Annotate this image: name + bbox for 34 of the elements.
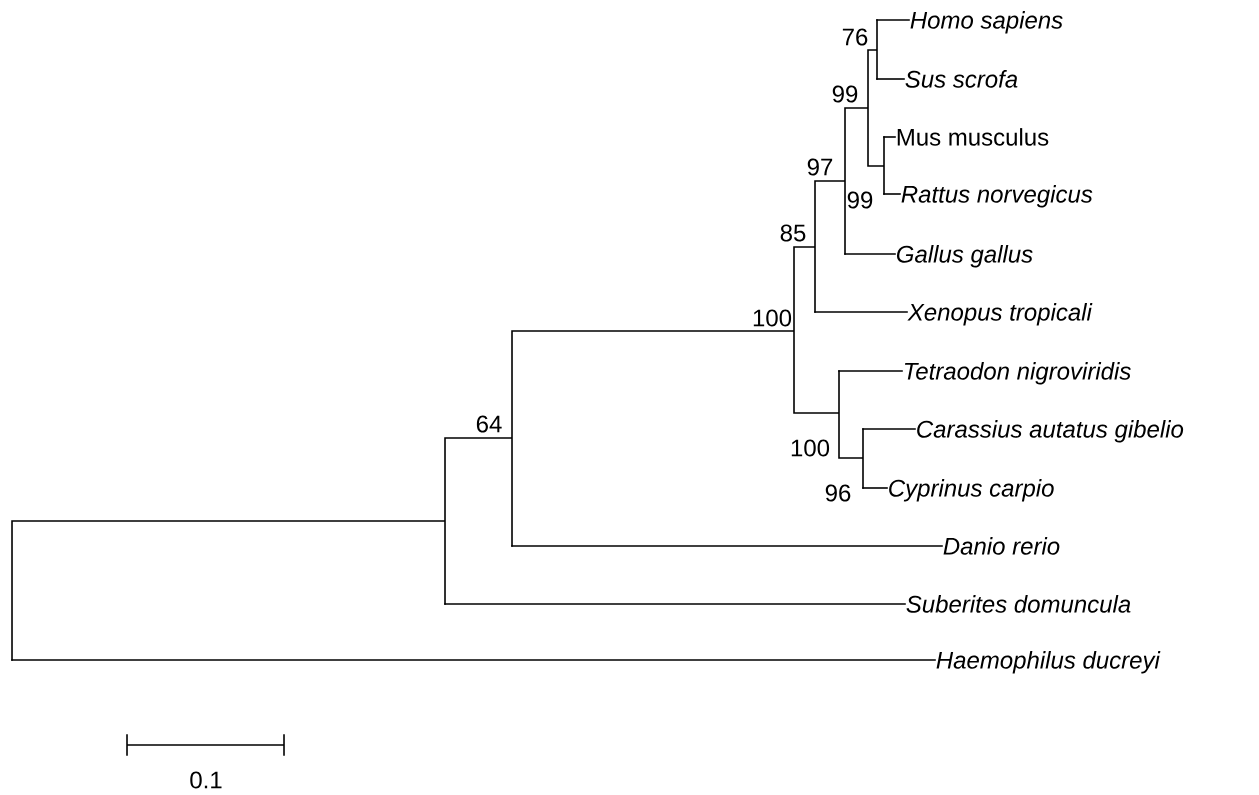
branch-line bbox=[883, 193, 901, 195]
species-label: Cyprinus carpio bbox=[889, 479, 1054, 502]
species-label: Gallus gallus bbox=[897, 245, 1033, 268]
species-label: Carassius autatus gibelio bbox=[917, 420, 1184, 443]
branch-line bbox=[11, 659, 936, 661]
species-label: Rattus norvegicus bbox=[901, 185, 1093, 208]
species-label: Danio rerio bbox=[943, 537, 1060, 555]
branch-line bbox=[844, 253, 896, 255]
bootstrap-value: 76 bbox=[842, 28, 868, 46]
species-label: Xenopus tropicali bbox=[907, 303, 1093, 326]
species-label: Haemophilus ducreyi bbox=[936, 651, 1161, 674]
species-label: Tetraodon nigroviridis bbox=[904, 362, 1131, 385]
branch-line bbox=[444, 603, 906, 605]
species-label: Suberites domuncula bbox=[906, 595, 1131, 613]
species-label: Mus musculus bbox=[897, 128, 1049, 146]
bootstrap-value: 64 bbox=[476, 415, 502, 433]
branch-line bbox=[511, 545, 943, 547]
species-label: Sus scrofa bbox=[905, 70, 1018, 88]
bootstrap-value: 85 bbox=[780, 224, 806, 242]
bootstrap-value: 96 bbox=[825, 484, 851, 502]
branch-line bbox=[862, 487, 888, 489]
bootstrap-value: 99 bbox=[832, 85, 858, 103]
bootstrap-value: 97 bbox=[807, 158, 833, 176]
species-label: Homo sapiens bbox=[910, 11, 1063, 34]
bootstrap-value: 99 bbox=[847, 191, 873, 209]
bootstrap-value: 100 bbox=[791, 439, 830, 457]
branch-line bbox=[876, 19, 910, 21]
bootstrap-value: 100 bbox=[753, 309, 792, 327]
branch-line bbox=[876, 78, 905, 80]
branch-line bbox=[814, 311, 908, 313]
branch-line bbox=[883, 136, 896, 138]
scale-label: 0.1 bbox=[190, 771, 222, 789]
branch-line bbox=[838, 370, 903, 372]
branch-line bbox=[862, 428, 916, 430]
